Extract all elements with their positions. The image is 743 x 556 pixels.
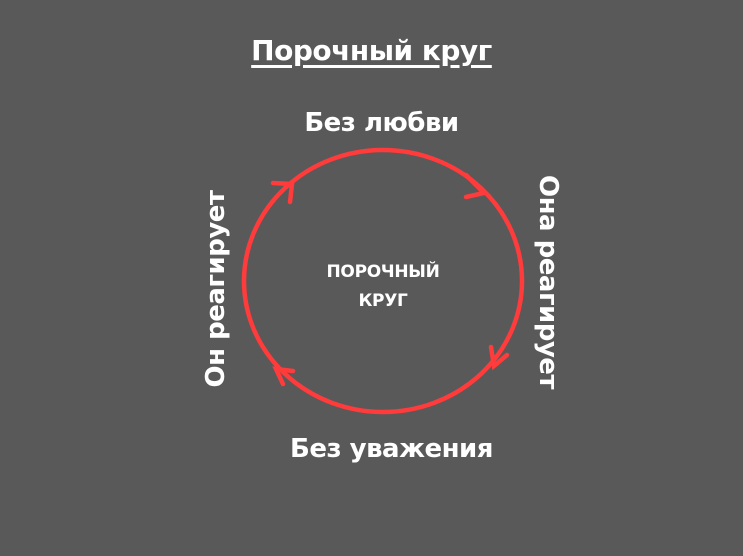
arrow-icon-bottom-left [272, 366, 296, 387]
node-right-label: Она реагирует [533, 174, 563, 390]
diagram-title: Порочный круг [251, 34, 492, 67]
node-left-label: Он реагирует [201, 190, 231, 388]
arrow-icon-top-left [270, 180, 295, 205]
center-label-line2: КРУГ [358, 291, 408, 311]
arrow-icon-bottom-right [488, 344, 510, 371]
node-top-label: Без любви [304, 108, 459, 138]
center-label: ПОРОЧНЫЙ КРУГ [283, 258, 483, 316]
arrow-icon-top-right [463, 172, 489, 200]
node-bottom-label: Без уважения [290, 434, 493, 464]
center-label-line1: ПОРОЧНЫЙ [326, 262, 440, 282]
